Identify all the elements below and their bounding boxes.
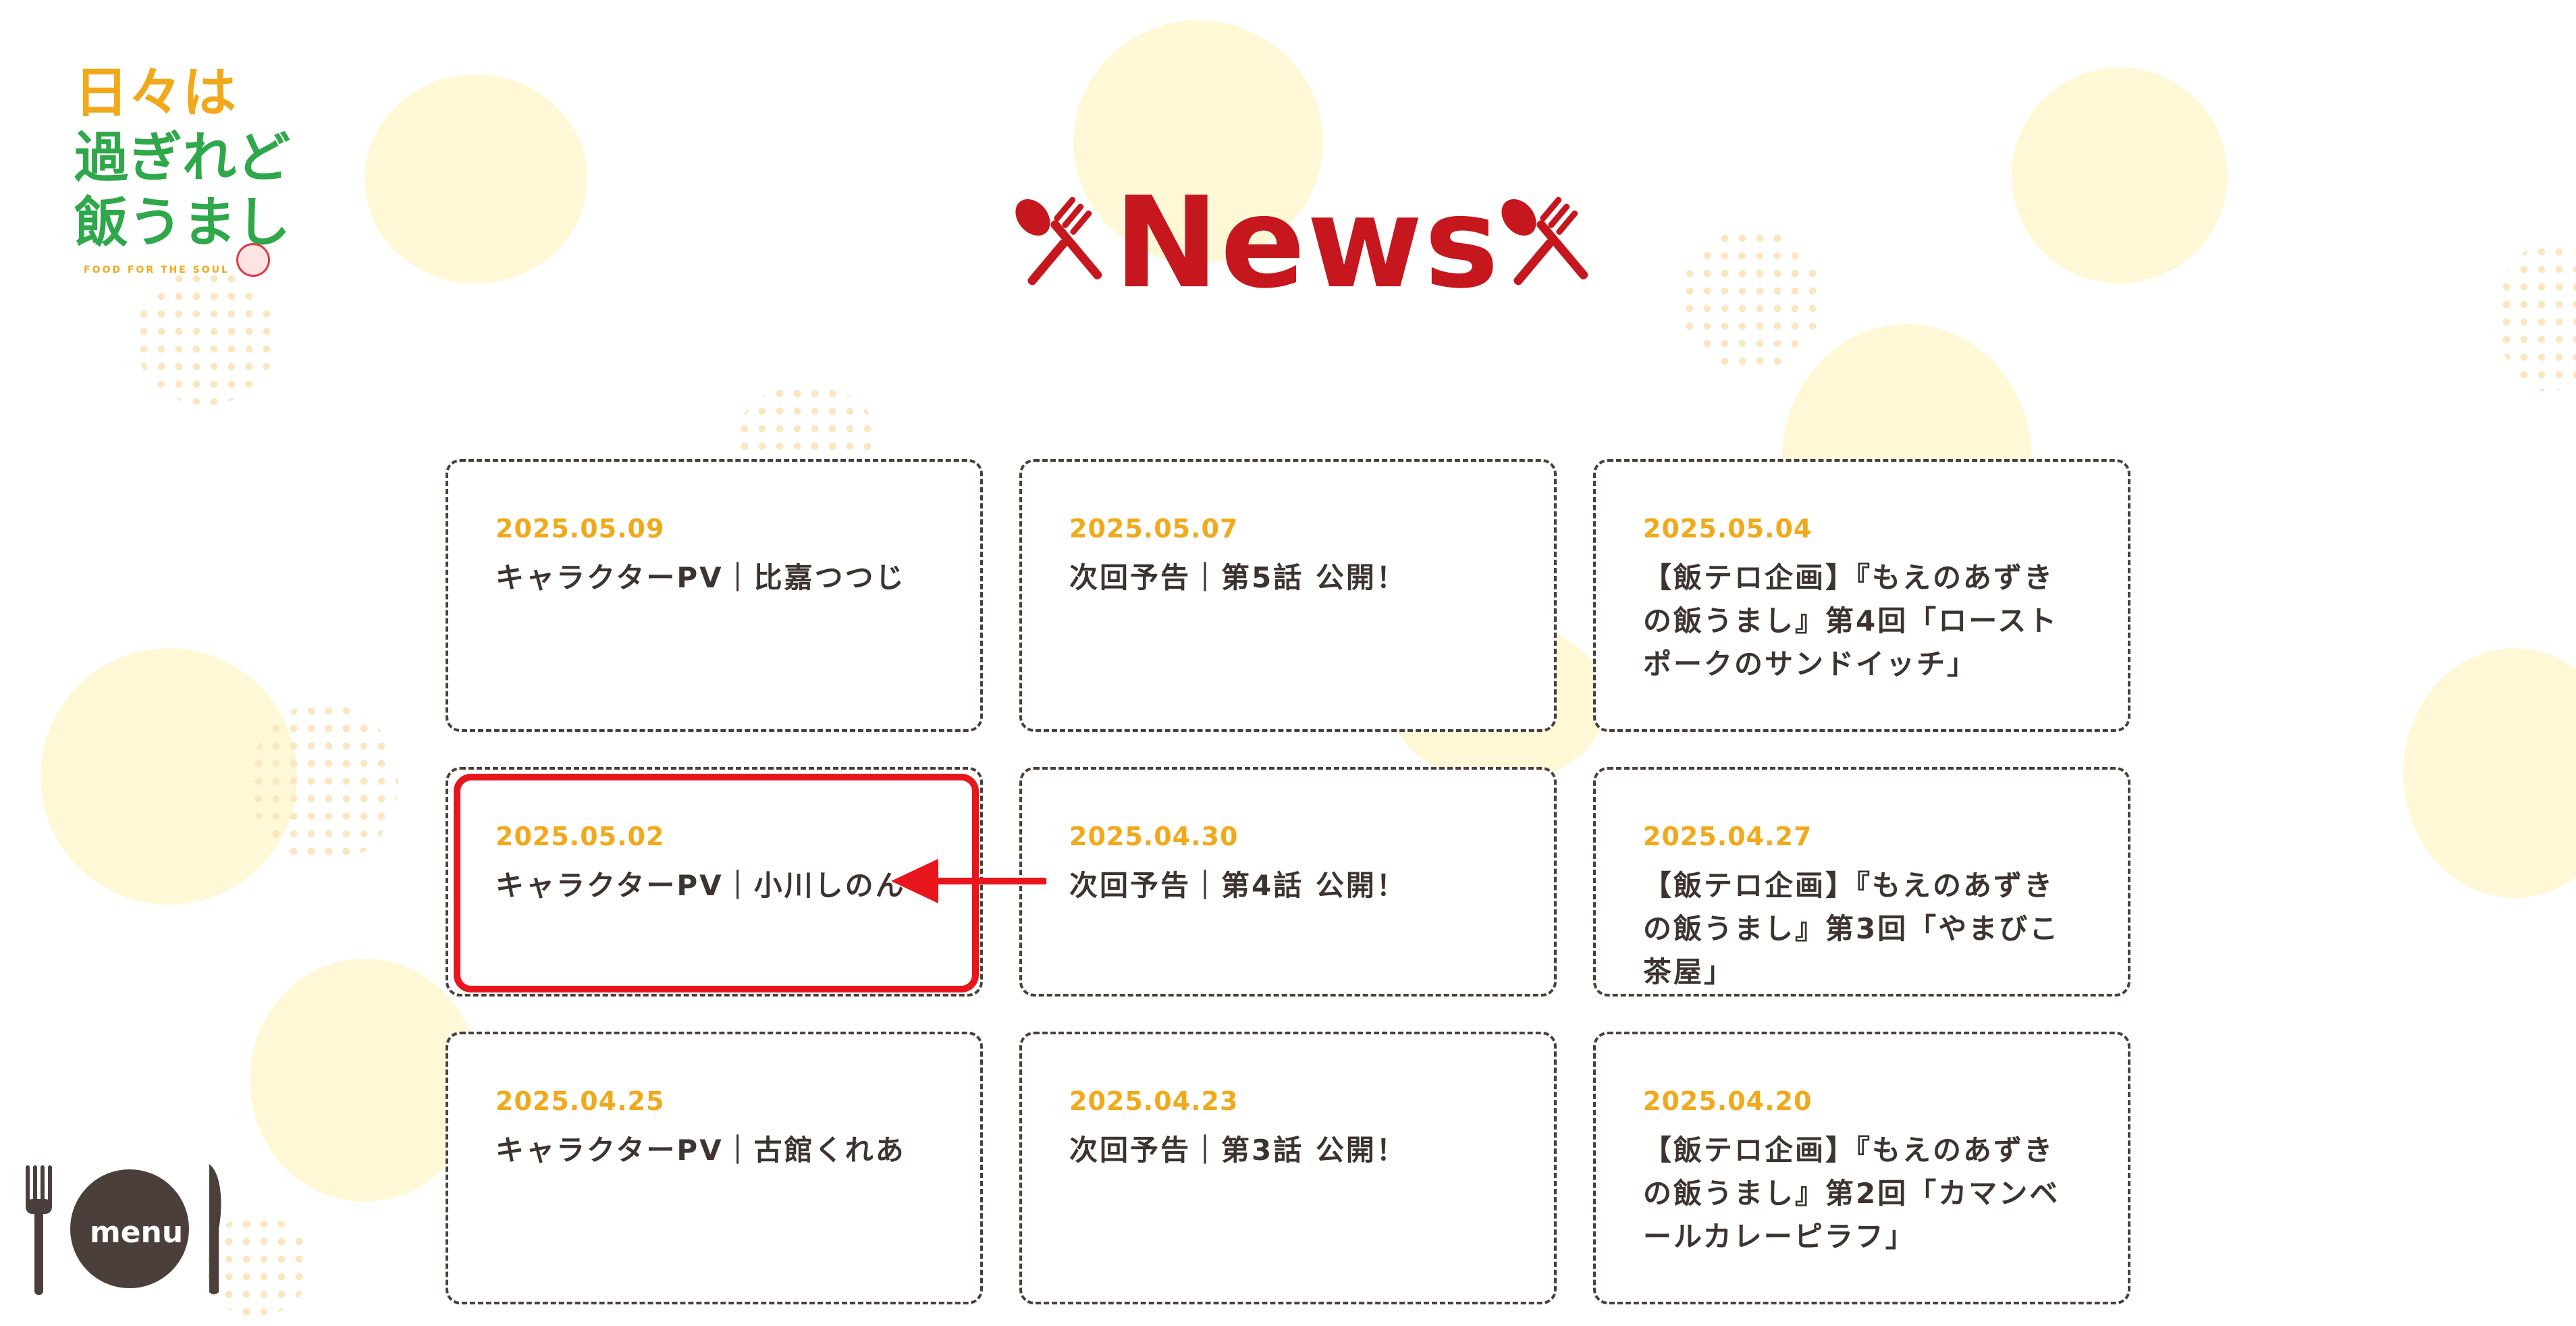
- bg-blob: [365, 74, 587, 284]
- news-card[interactable]: 2025.04.23 次回予告｜第3話 公開！: [1019, 1032, 1557, 1304]
- bg-dots: [1681, 230, 1823, 371]
- menu-button[interactable]: menu: [23, 1161, 225, 1296]
- fork-icon: [26, 1165, 52, 1295]
- news-title: 次回予告｜第4話 公開！: [1069, 869, 1407, 902]
- page-title: News: [1114, 169, 1501, 316]
- news-title: キャラクターPV｜小川しのん: [495, 869, 906, 902]
- menu-label: menu: [89, 1215, 184, 1250]
- news-card[interactable]: 2025.04.27 【飯テロ企画】『もえのあずきの飯うまし』第3回「やまびこ茶…: [1593, 767, 2130, 997]
- news-card[interactable]: 2025.05.09 キャラクターPV｜比嘉つつじ: [446, 459, 983, 732]
- logo-line-1: 日々は: [74, 61, 236, 124]
- bg-dots: [250, 702, 398, 864]
- arrow-left-icon: [891, 859, 1046, 903]
- news-heading: News: [999, 176, 1593, 311]
- news-date: 2025.04.30: [1069, 822, 1239, 851]
- news-title: 【飯テロ企画】『もえのあずきの飯うまし』第4回「ローストポークのサンドイッチ」: [1643, 561, 2059, 681]
- news-card[interactable]: 2025.04.25 キャラクターPV｜古館くれあ: [446, 1032, 983, 1304]
- logo-line-2: 過ぎれど: [74, 126, 290, 189]
- news-title: 次回予告｜第5話 公開！: [1069, 561, 1407, 594]
- site-logo[interactable]: 日々は 過ぎれど 飯うまし FOOD FOR THE SOUL: [74, 61, 331, 290]
- bg-blob: [250, 959, 479, 1202]
- news-card[interactable]: 2025.05.04 【飯テロ企画】『もえのあずきの飯うまし』第4回「ローストポ…: [1593, 459, 2130, 732]
- news-date: 2025.05.04: [1643, 514, 1813, 543]
- news-card[interactable]: 2025.04.20 【飯テロ企画】『もえのあずきの飯うまし』第2回「カマンベー…: [1593, 1032, 2130, 1304]
- news-date: 2025.05.09: [495, 514, 665, 543]
- news-card[interactable]: 2025.04.30 次回予告｜第4話 公開！: [1019, 767, 1557, 997]
- spoon-fork-icon: [1501, 196, 1588, 286]
- news-date: 2025.05.07: [1069, 514, 1239, 543]
- news-date: 2025.04.25: [495, 1086, 665, 1116]
- news-title: 【飯テロ企画】『もえのあずきの飯うまし』第3回「やまびこ茶屋」: [1643, 869, 2060, 988]
- bg-dots: [135, 270, 277, 405]
- spoon-fork-icon: [1015, 196, 1102, 286]
- menu-plate[interactable]: menu: [63, 1163, 196, 1295]
- news-card[interactable]: 2025.05.07 次回予告｜第5話 公開！: [1019, 459, 1557, 732]
- news-title: キャラクターPV｜比嘉つつじ: [495, 561, 906, 594]
- news-title: 【飯テロ企画】『もえのあずきの飯うまし』第2回「カマンベールカレーピラフ」: [1643, 1134, 2060, 1253]
- news-date: 2025.05.02: [495, 822, 665, 851]
- news-title: 次回予告｜第3話 公開！: [1069, 1134, 1407, 1167]
- bg-blob: [1073, 20, 1323, 263]
- news-date: 2025.04.27: [1643, 822, 1813, 851]
- logo-line-3: 飯うまし: [74, 191, 290, 254]
- logo-subtitle: FOOD FOR THE SOUL: [84, 265, 230, 275]
- news-date: 2025.04.23: [1069, 1086, 1239, 1116]
- logo-stamp-icon: [236, 243, 270, 277]
- news-date: 2025.04.20: [1643, 1086, 1813, 1116]
- bg-blob: [2012, 68, 2228, 284]
- news-title: キャラクターPV｜古館くれあ: [495, 1134, 906, 1167]
- knife-icon: [209, 1164, 221, 1294]
- bg-dots: [2498, 243, 2576, 392]
- bg-dots: [203, 1215, 311, 1317]
- bg-blob: [2403, 648, 2576, 898]
